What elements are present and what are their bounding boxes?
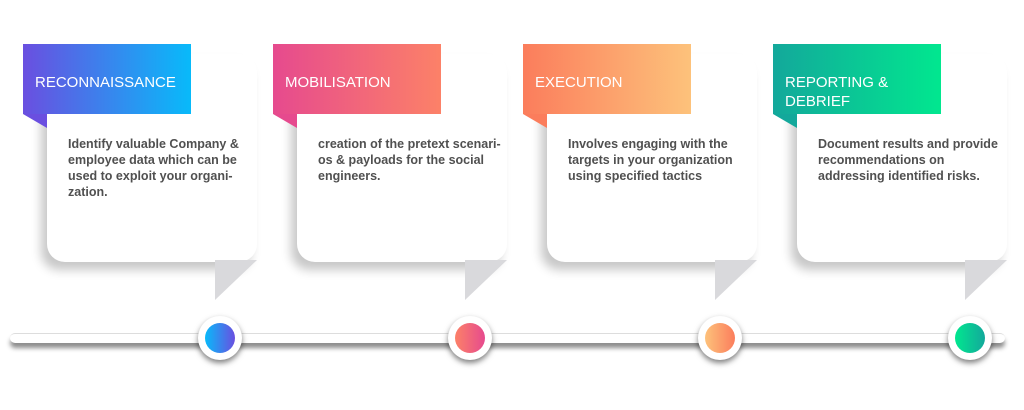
header-fold [23,114,47,128]
step-description: Document results and provide recommendat… [818,137,998,183]
step-title: RECONNAISSANCE [23,44,191,114]
step-title: EXECUTION [523,44,691,114]
step-execution: EXECUTION Involves engaging with the tar… [523,44,773,344]
step-reconnaissance: RECONNAISSANCE Identify valuable Company… [23,44,273,344]
step-reporting: REPORTING & DEBRIEF Document results and… [773,44,1023,344]
timeline-dot [955,323,985,353]
timeline-dot [455,323,485,353]
card-pointer [215,260,257,300]
timeline-node [198,316,242,360]
header-fold [523,114,547,128]
step-description: creation of the pretext scenari-os & pay… [318,137,501,183]
step-title: MOBILISATION [273,44,441,114]
step-mobilisation: MOBILISATION creation of the pretext sce… [273,44,523,344]
timeline-node [698,316,742,360]
timeline-node [448,316,492,360]
card-pointer [715,260,757,300]
header-fold [773,114,797,128]
step-title: REPORTING & DEBRIEF [773,44,941,114]
step-description: Identify valuable Company & employee dat… [68,137,239,199]
timeline-node [948,316,992,360]
card-pointer [965,260,1007,300]
header-fold [273,114,297,128]
timeline-dot [705,323,735,353]
timeline-dot [205,323,235,353]
step-description: Involves engaging with the targets in yo… [568,137,733,183]
card-pointer [465,260,507,300]
timeline-line [10,333,1005,343]
